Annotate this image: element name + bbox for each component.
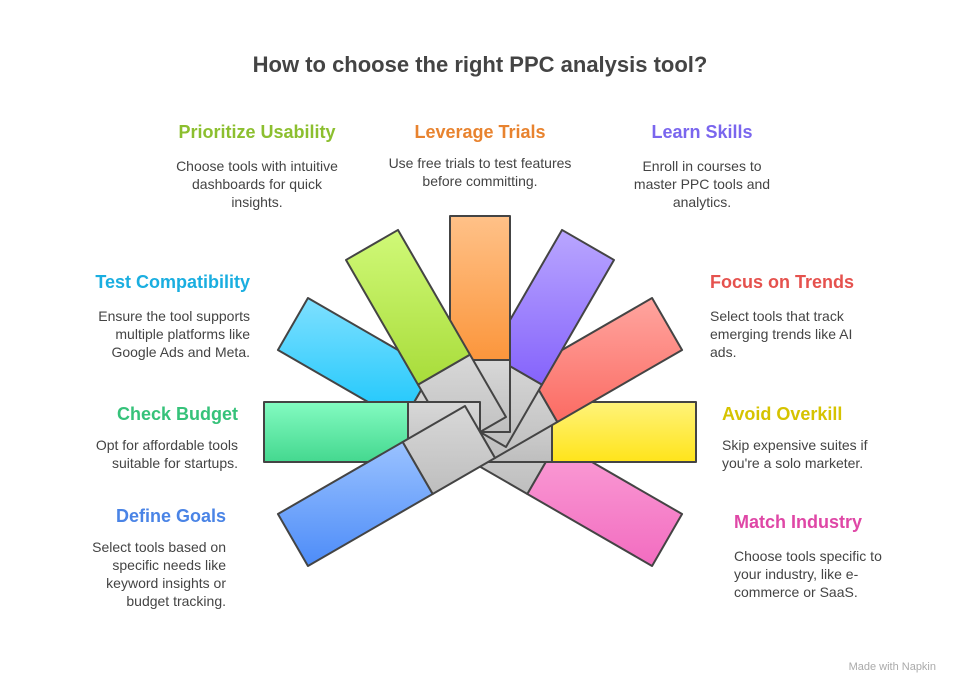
blade-prioritize-usability [345,228,507,448]
item-leverage-trials: Leverage Trials Use free trials to test … [380,121,580,190]
item-title: Learn Skills [651,122,753,142]
item-test-compatibility: Test Compatibility Ensure the tool suppo… [50,271,250,361]
item-desc: Opt for affordable tools suitable for st… [95,437,238,471]
item-desc: Choose tools specific to your industry, … [734,548,882,600]
item-title: Test Compatibility [95,272,250,292]
item-title: Avoid Overkill [722,404,843,424]
blade-color-segment [276,441,434,567]
item-title: Define Goals [115,506,226,526]
item-check-budget: Check Budget Opt for affordable tools su… [38,403,238,472]
item-title: Prioritize Usability [178,122,336,142]
item-focus-on-trends: Focus on Trends Select tools that track … [710,271,910,361]
napkin-watermark: Made with Napkin [848,661,936,673]
item-prioritize-usability: Prioritize Usability Choose tools with i… [157,121,357,211]
item-desc: Use free trials to test features before … [388,155,572,189]
blade-define-goals [276,405,496,567]
item-define-goals: Define Goals Select tools based on speci… [26,505,226,610]
item-learn-skills: Learn Skills Enroll in courses to master… [602,121,802,211]
blade-color-segment [345,228,471,386]
item-title: Match Industry [734,512,863,532]
item-title: Leverage Trials [414,122,546,142]
item-desc: Skip expensive suites if you're a solo m… [722,437,868,471]
item-title: Check Budget [116,404,238,424]
item-desc: Ensure the tool supports multiple platfo… [98,308,250,360]
page-title: How to choose the right PPC analysis too… [252,52,708,77]
item-desc: Choose tools with intuitive dashboards f… [176,158,338,210]
item-match-industry: Match Industry Choose tools specific to … [734,511,934,601]
item-desc: Select tools based on specific needs lik… [92,539,226,609]
item-desc: Select tools that track emerging trends … [710,308,853,360]
item-desc: Enroll in courses to master PPC tools an… [633,158,771,210]
item-avoid-overkill: Avoid Overkill Skip expensive suites if … [722,403,922,472]
item-title: Focus on Trends [710,272,855,292]
